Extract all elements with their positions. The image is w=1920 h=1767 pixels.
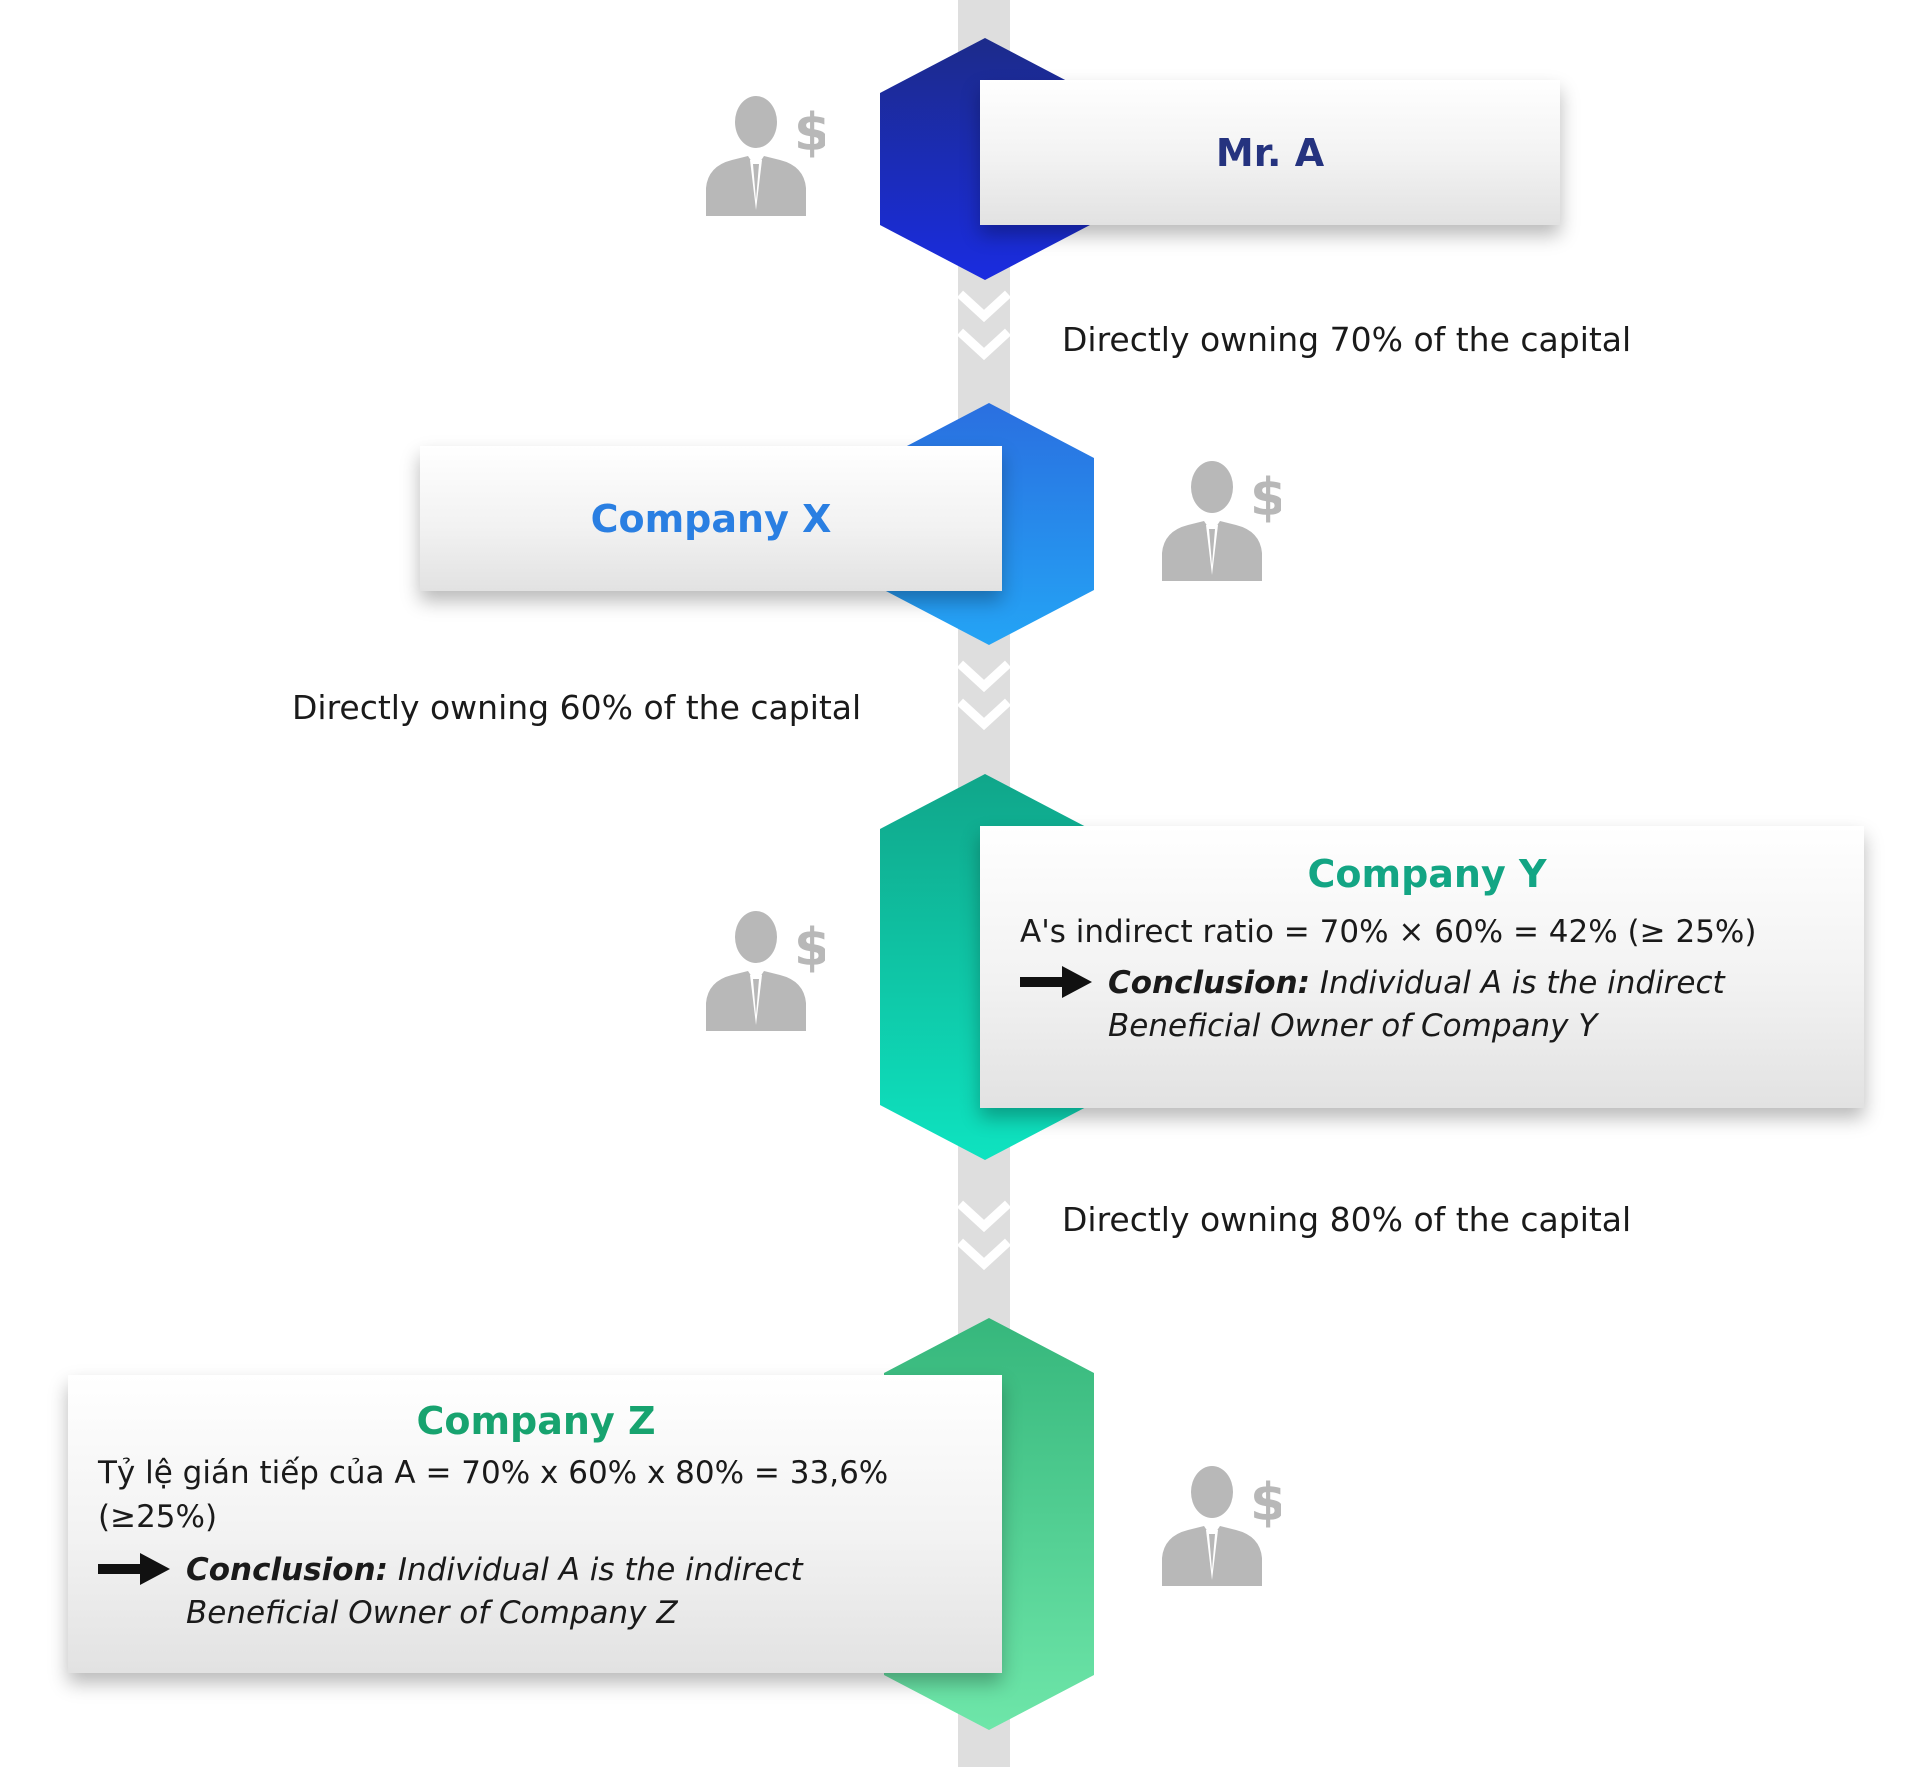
businessman-dollar-icon: $ <box>706 911 825 1031</box>
chevron-down-icon <box>958 1200 1010 1271</box>
ownership-label: Directly owning 70% of the capital <box>1062 320 1632 359</box>
svg-text:$: $ <box>1250 1473 1281 1533</box>
ownership-formula: Tỷ lệ gián tiếp của A = 70% x 60% x 80% … <box>98 1455 889 1535</box>
arrow-right-icon <box>1020 966 1092 998</box>
conclusion-label: Conclusion: <box>186 1552 389 1588</box>
node-card-mr-a: Mr. A <box>980 80 1560 225</box>
chevron-down-icon <box>958 660 1010 731</box>
conclusion: Conclusion: Individual A is the indirect… <box>98 1549 974 1635</box>
node-card-company-z: Company Z Tỷ lệ gián tiếp của A = 70% x … <box>68 1375 1002 1673</box>
node-card-company-x: Company X <box>420 446 1002 591</box>
conclusion-label: Conclusion: <box>1108 965 1311 1001</box>
conclusion-text: Conclusion: Individual A is the indirect… <box>1108 962 1834 1048</box>
businessman-dollar-icon: $ <box>706 96 825 216</box>
node-title: Company X <box>590 496 832 541</box>
chevron-down-icon <box>958 290 1010 361</box>
conclusion-text: Conclusion: Individual A is the indirect… <box>186 1549 926 1635</box>
ownership-formula: A's indirect ratio = 70% × 60% = 42% (≥ … <box>1020 914 1757 950</box>
businessman-dollar-icon: $ <box>1162 1466 1281 1586</box>
svg-text:$: $ <box>1250 468 1281 528</box>
conclusion: Conclusion: Individual A is the indirect… <box>1020 962 1834 1048</box>
node-card-company-y: Company Y A's indirect ratio = 70% × 60%… <box>980 826 1864 1108</box>
ownership-label: Directly owning 60% of the capital <box>292 688 862 727</box>
businessman-dollar-icon: $ <box>1162 461 1281 581</box>
node-title: Company Z <box>416 1399 656 1443</box>
ownership-label: Directly owning 80% of the capital <box>1062 1200 1632 1239</box>
conclusion-body: Individual A is the indirect Beneficial … <box>1108 965 1725 1044</box>
conclusion-body: Individual A is the indirect Beneficial … <box>186 1552 803 1631</box>
node-title: Company Y <box>1307 852 1547 896</box>
svg-text:$: $ <box>794 103 825 163</box>
svg-text:$: $ <box>794 918 825 978</box>
node-title: Mr. A <box>1215 130 1325 175</box>
arrow-right-icon <box>98 1553 170 1585</box>
